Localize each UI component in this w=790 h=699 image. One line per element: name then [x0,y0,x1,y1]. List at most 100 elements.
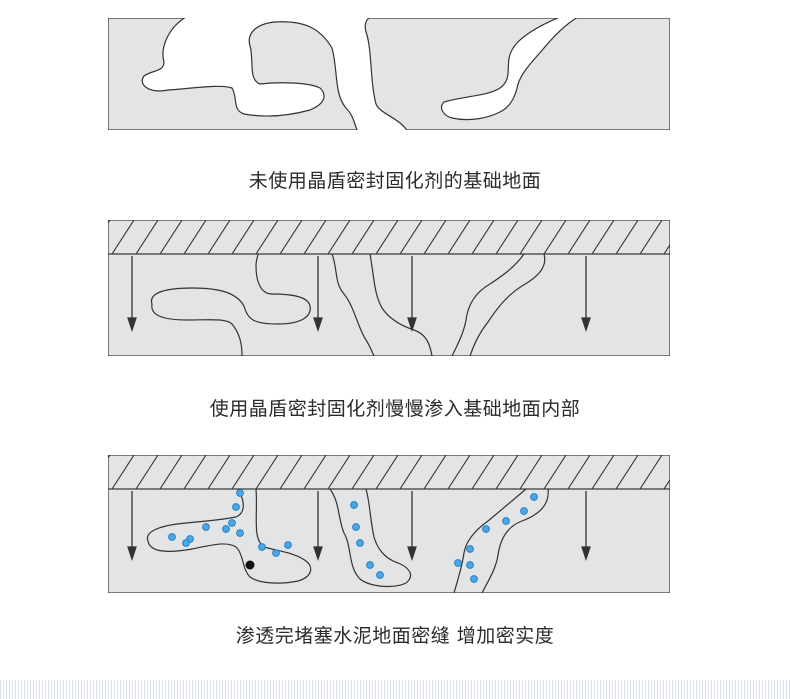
hatch-line [159,220,183,254]
hatch-line [231,455,255,489]
pore-network [141,18,578,130]
hatch-line [159,455,183,489]
sealant-particle [356,539,364,547]
sealant-particle [168,533,176,541]
left-crack [150,253,311,325]
sealant-particle [454,559,462,567]
decorative-bottom-stripe [0,680,790,699]
hatch-line [519,455,543,489]
sealant-particles [168,489,538,583]
sealant-particle [236,529,244,537]
hatch-line [255,455,279,489]
sealant-particle [228,519,236,527]
sealant-coating-layer [108,220,670,255]
sealant-particle [520,507,528,515]
sealant-particle [350,501,358,509]
hatch-line [423,455,447,489]
hatch-line [543,220,567,254]
hatch-line [447,220,471,254]
hatch-line [663,243,670,254]
sealant-particle [258,543,266,551]
hatch-line [591,455,615,489]
hatch-line [663,478,670,489]
arrow-head [313,317,323,333]
sealant-particle [222,525,230,533]
right-crack-b [451,253,525,356]
hatch-line [303,455,327,489]
hatch-line [111,455,135,489]
sealed-substrate-diagram [108,455,670,593]
hatch-line [615,220,639,254]
hatch-line [471,220,495,254]
hatch-line [615,455,639,489]
sealant-particle [470,575,478,583]
hatch-line [567,455,591,489]
hatch-line [519,220,543,254]
hatch-line [447,455,471,489]
center-crack [329,488,412,588]
sealant-particle [236,489,244,497]
sealant-particle [182,539,190,547]
hatch-line [327,455,351,489]
hatch-line [183,220,207,254]
hatch-line [471,455,495,489]
hatch-line [375,220,399,254]
arrow-head [127,546,137,562]
sealant-particle [272,549,280,557]
hatch-line [495,220,519,254]
hatch-line [639,220,663,254]
untreated-substrate-diagram [108,18,670,130]
penetration-panel [108,220,670,356]
sealant-particle [366,561,374,569]
right-pore [440,18,578,121]
crack-lines [150,253,546,356]
sealant-particle [482,525,490,533]
hatch-line [111,220,135,254]
hatch-line [423,220,447,254]
hatch-line [207,220,231,254]
interconnected-pore [141,18,408,130]
sealant-particle [466,561,474,569]
hatch-line [231,220,255,254]
hatch-line [639,455,663,489]
sealant-particle [502,517,510,525]
dark-particle [245,560,255,570]
left-crack-lower [151,303,243,356]
penetration-diagram [108,220,670,356]
hatch-line [135,455,159,489]
hatch-line [495,455,519,489]
hatch-line [543,455,567,489]
hatch-line [375,455,399,489]
sealant-coating-layer [108,455,670,490]
hatch-line [279,455,303,489]
hatch-line [303,220,327,254]
penetration-arrows [127,256,591,333]
hatch-line [183,455,207,489]
arrow-head [407,546,417,562]
hatch-line [351,220,375,254]
penetration-arrows [127,491,591,562]
sealant-particle [352,523,360,531]
right-crack-a [453,488,527,593]
sealant-particle [376,571,384,579]
hatch-line [351,455,375,489]
sealant-particle [466,545,474,553]
center-crack-right [369,253,433,356]
sealant-particle [232,503,240,511]
untreated-substrate-panel [108,18,670,130]
caption-penetration: 使用晶盾密封固化剂慢慢渗入基础地面内部 [209,398,581,420]
caption-untreated: 未使用晶盾密封固化剂的基础地面 [248,170,542,192]
right-crack-a [469,253,546,356]
arrow-head [581,546,591,562]
hatch-line [255,220,279,254]
hatch-line [327,220,351,254]
hatch-line [399,455,423,489]
arrow-head [127,317,137,333]
sealant-particle [202,523,210,531]
hatch-line [207,455,231,489]
hatch-line [399,220,423,254]
sealant-particle [530,493,538,501]
arrow-head [313,546,323,562]
sealed-panel [108,455,670,593]
sealant-particle [284,541,292,549]
